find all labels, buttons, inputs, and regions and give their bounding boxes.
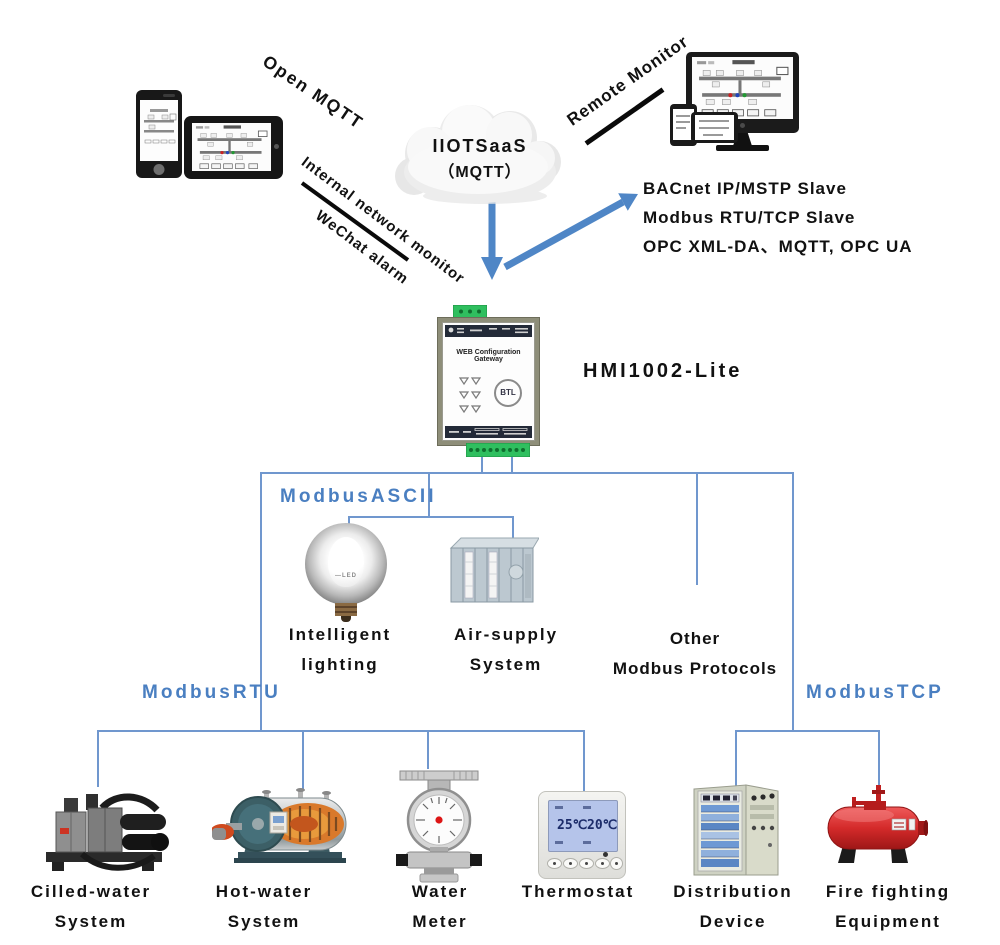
fire-fighting-label: Fire fighting Equipment <box>825 882 951 931</box>
bulb-led-text: —LED <box>335 573 357 579</box>
thermostat-led <box>603 852 608 857</box>
line-gateway-stub-right <box>511 456 513 473</box>
line-ascii-trunk <box>348 516 514 518</box>
gateway-top-terminal <box>453 305 487 318</box>
line-fire-drop <box>878 730 880 785</box>
gateway-device-image: WEB Configuration Gateway BTL <box>437 317 540 446</box>
line-left-vertical <box>260 472 262 731</box>
gateway-top-strip <box>445 325 532 337</box>
bulb-inner: —LED <box>328 537 364 587</box>
thermostat-power-button <box>610 857 623 870</box>
thermostat-label: Thermostat <box>521 882 635 901</box>
bulb-tip <box>341 616 351 622</box>
monitor-frame <box>686 52 799 133</box>
line-rtu-trunk <box>97 730 585 732</box>
modbus-tcp-label: ModbusTCP <box>806 682 944 703</box>
thermostat-temp-right: 20℃ <box>587 818 618 833</box>
intelligent-lighting-label: Intelligent lighting <box>288 625 392 674</box>
cloud-arrows <box>481 193 638 280</box>
line-thermostat-drop <box>583 730 585 794</box>
modbus-rtu-label: ModbusRTU <box>142 682 281 703</box>
line-other-stub <box>696 472 698 585</box>
tablet-scada-screen <box>192 123 271 171</box>
water-meter-image <box>396 770 482 883</box>
hot-water-label: Hot-water System <box>215 882 313 931</box>
gateway-panel-text: WEB Configuration Gateway <box>456 349 521 363</box>
line-boiler-drop <box>302 730 304 790</box>
phone-speaker <box>163 94 175 97</box>
protocol-line-bacnet: BACnet IP/MSTP Slave <box>643 179 847 198</box>
line-chiller-drop <box>97 730 99 787</box>
hot-water-image <box>212 788 347 863</box>
line-tcp-vertical <box>792 472 794 731</box>
distribution-label: Distribution Device <box>673 882 793 931</box>
thermostat-button <box>563 858 578 869</box>
water-meter-label: Water Meter <box>411 882 469 931</box>
gateway-indicator-leds <box>458 377 482 414</box>
thermostat-temp-left: 25℃ <box>557 818 588 833</box>
mobile-phone-image <box>136 90 182 178</box>
thermostat-image: 25℃ 20℃ <box>538 791 626 879</box>
tablet-screen <box>192 123 271 171</box>
thermostat-button <box>579 858 594 869</box>
protocol-line-modbus: Modbus RTU/TCP Slave <box>643 208 856 227</box>
thermostat-lcd: 25℃ 20℃ <box>548 800 618 852</box>
air-supply-label: Air-supply System <box>453 625 559 674</box>
monitor-scada-screen <box>692 57 793 119</box>
btl-logo: BTL <box>494 379 522 407</box>
cloud-title: IIOTSaaS <box>432 136 528 156</box>
gateway-bottom-terminal <box>466 443 530 457</box>
line-tcp-trunk <box>735 730 880 732</box>
thermostat-button <box>547 858 562 869</box>
monitor-screen <box>692 57 793 119</box>
cloud-subtitle: （MQTT） <box>438 164 522 181</box>
line-distribution-drop <box>735 730 737 788</box>
monitor-base <box>716 145 769 151</box>
line-bulb-drop <box>348 516 350 529</box>
air-supply-image <box>449 537 539 603</box>
tablet-camera <box>274 144 279 149</box>
intelligent-lighting-image: —LED <box>303 521 389 623</box>
phone-screen <box>140 100 178 161</box>
chilled-water-image <box>46 793 169 871</box>
distribution-device-image <box>693 784 779 876</box>
line-ascii-drop <box>428 472 430 517</box>
protocol-line-opc: OPC XML-DA、MQTT, OPC UA <box>643 237 913 256</box>
other-protocols-label: Other Modbus Protocols <box>612 629 778 678</box>
fire-fighting-image <box>827 785 928 863</box>
chilled-water-label: Cilled-water System <box>30 882 152 931</box>
protocol-text-block: BACnet IP/MSTP Slave Modbus RTU/TCP Slav… <box>643 174 913 261</box>
line-main-trunk <box>260 472 794 474</box>
cloud-shape <box>395 105 561 204</box>
tablet-image <box>184 116 283 179</box>
gateway-front-panel: WEB Configuration Gateway BTL <box>442 322 535 441</box>
bulb-screw-base <box>335 603 357 616</box>
line-gateway-stub-left <box>481 456 483 473</box>
line-meter-drop <box>427 730 429 769</box>
thermostat-button <box>595 858 610 869</box>
gateway-model-label: HMI1002-Lite <box>583 360 743 382</box>
monitor-webcam-dot <box>740 123 745 128</box>
modbus-ascii-label: ModbusASCII <box>280 486 437 507</box>
phone-scada-screen <box>140 100 178 161</box>
phone-home-button <box>153 164 165 175</box>
line-air-drop <box>512 516 514 547</box>
small-tablet-image <box>691 112 738 143</box>
remote-monitor-image <box>686 52 800 153</box>
iiotsaas-cloud: IIOTSaaS （MQTT） <box>390 96 570 208</box>
gateway-bottom-strip <box>445 426 532 438</box>
